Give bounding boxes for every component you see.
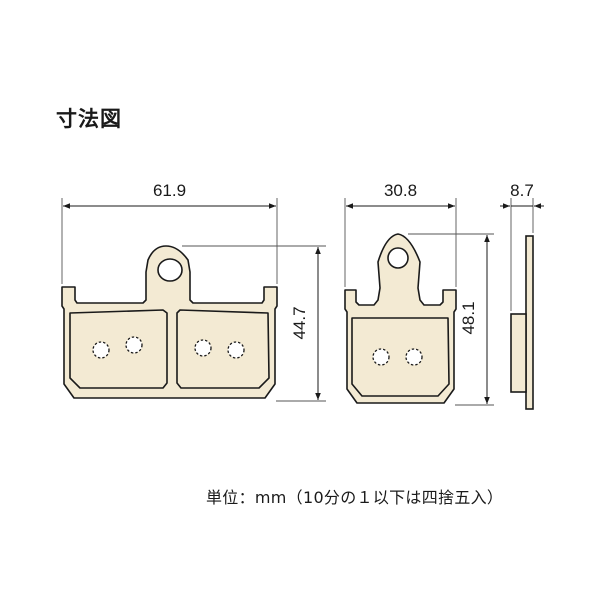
pad-b-height-dimension: 48.1 <box>408 233 494 406</box>
side-view-backplate <box>525 235 534 410</box>
pad-a-height-label: 44.7 <box>290 306 309 339</box>
pad-b-pin-icon <box>372 348 390 366</box>
thickness-label: 8.7 <box>510 181 534 200</box>
pad-b-pin-icon <box>405 348 423 366</box>
pad-b-friction <box>351 317 450 397</box>
pad-a-width-dimension: 61.9 <box>61 181 278 284</box>
pad-a-pin-icon <box>92 341 110 359</box>
side-view-friction <box>510 313 527 393</box>
pad-a-friction-left <box>69 309 168 389</box>
pad-b-mount-hole-icon <box>387 247 409 269</box>
pad-b-width-label: 30.8 <box>384 181 417 200</box>
pad-a-friction-right <box>176 309 270 389</box>
side-view-drawing <box>510 235 534 410</box>
pad-b-height-label: 48.1 <box>459 301 478 334</box>
pad-b-drawing <box>344 233 457 404</box>
pad-a-mount-hole-icon <box>157 258 183 282</box>
pad-a-pin-icon <box>194 339 212 357</box>
page-title: 寸法図 <box>56 107 122 131</box>
unit-note: 単位：mm（10分の１以下は四捨五入） <box>206 488 504 507</box>
pad-a-height-dimension: 44.7 <box>182 245 326 402</box>
thickness-dimension: 8.7 <box>500 181 544 311</box>
pad-b-width-dimension: 30.8 <box>344 181 457 287</box>
pad-a-width-label: 61.9 <box>153 181 186 200</box>
pad-a-pin-icon <box>125 336 143 354</box>
pad-a-pin-icon <box>227 341 245 359</box>
pad-a-drawing <box>61 245 278 399</box>
